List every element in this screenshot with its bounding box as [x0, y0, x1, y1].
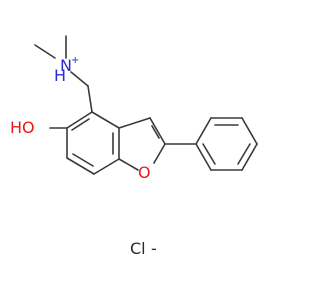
molecule-diagram: N + H HO O Cl - — [10, 35, 258, 258]
bond-ch2-ring — [87, 85, 93, 113]
bond-c3a-c3 — [118, 117, 151, 129]
bond-ph-6-1 — [195, 143, 212, 171]
bond-o1-c7a — [118, 158, 139, 171]
bond-ph-4-5 — [241, 143, 258, 171]
structure-canvas: N + H HO O Cl - — [10, 35, 258, 258]
bond-ph-1-2 — [195, 117, 212, 145]
bond-ph-3-4 — [241, 117, 258, 145]
ring-oxygen-label: O — [138, 163, 151, 182]
double-bond-ph-4-5 — [237, 143, 251, 165]
nitrogen-hydrogen-label: H — [54, 66, 66, 85]
bond-c7-c7a — [93, 158, 120, 175]
bond-c4-c5 — [66, 111, 93, 129]
bond-c6-c7 — [66, 157, 95, 175]
chloride-label: Cl — [130, 239, 146, 258]
nitrogen-charge-label: + — [71, 55, 79, 66]
double-bond-c3-c2 — [151, 125, 160, 139]
bond-n-ch2 — [70, 71, 89, 87]
chloride-charge-label: - — [151, 239, 157, 258]
nitrogen-label: N — [60, 56, 72, 75]
bond-methyl1-n — [34, 44, 56, 59]
double-bond-ph-6-1 — [202, 143, 216, 165]
bond-c3a-c4 — [91, 111, 120, 129]
double-bond-c6-c7 — [72, 153, 94, 167]
hydroxyl-label: HO — [10, 118, 35, 137]
bond-c3-c2 — [149, 117, 166, 145]
bond-c2-o1 — [153, 143, 166, 164]
double-bond-c4-c5 — [71, 118, 90, 131]
